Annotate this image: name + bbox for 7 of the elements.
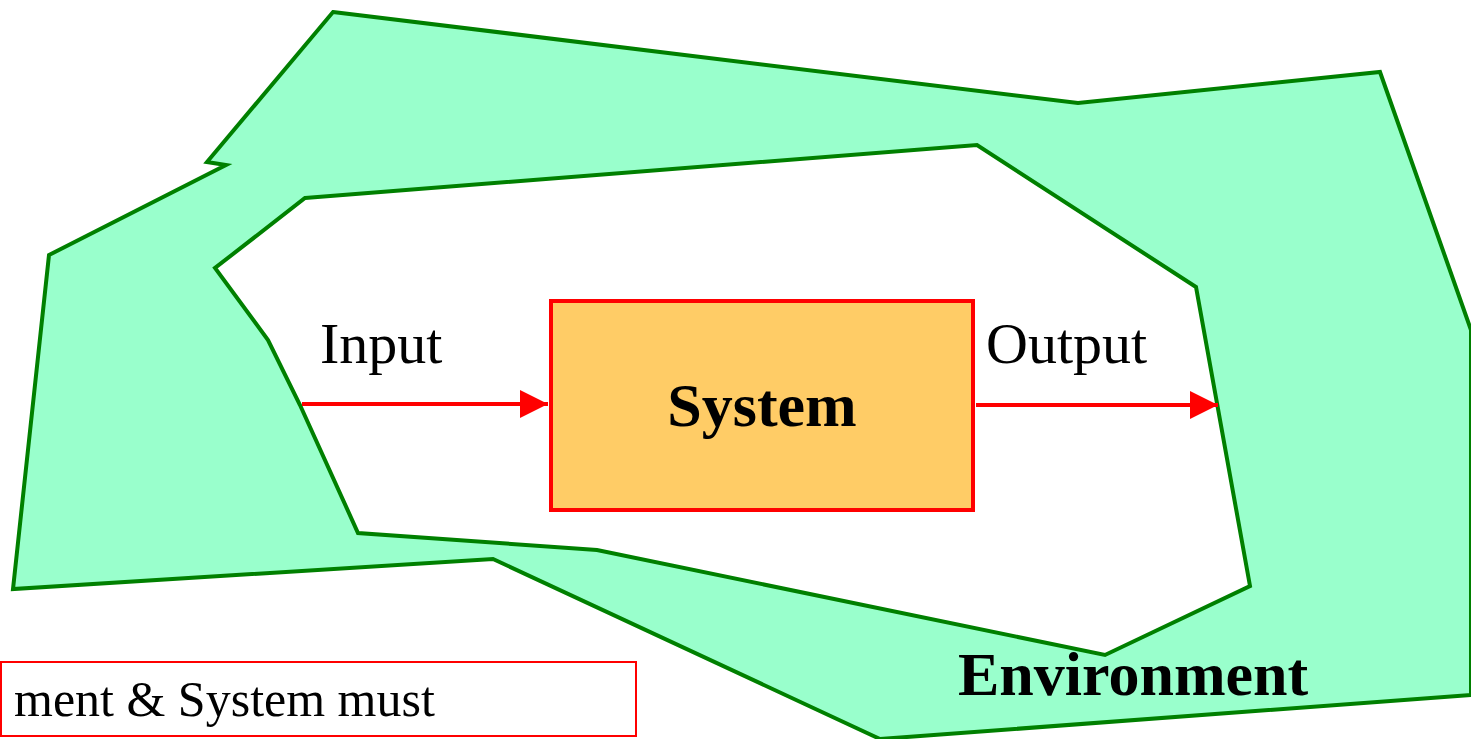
region-label: Environment [958,643,1309,705]
arrow [302,390,548,418]
edge-label: Input [320,312,443,376]
box-label: System [667,371,857,440]
note-text: ment & System must [14,671,435,727]
edge-label: Output [986,312,1148,376]
arrow [976,391,1218,419]
